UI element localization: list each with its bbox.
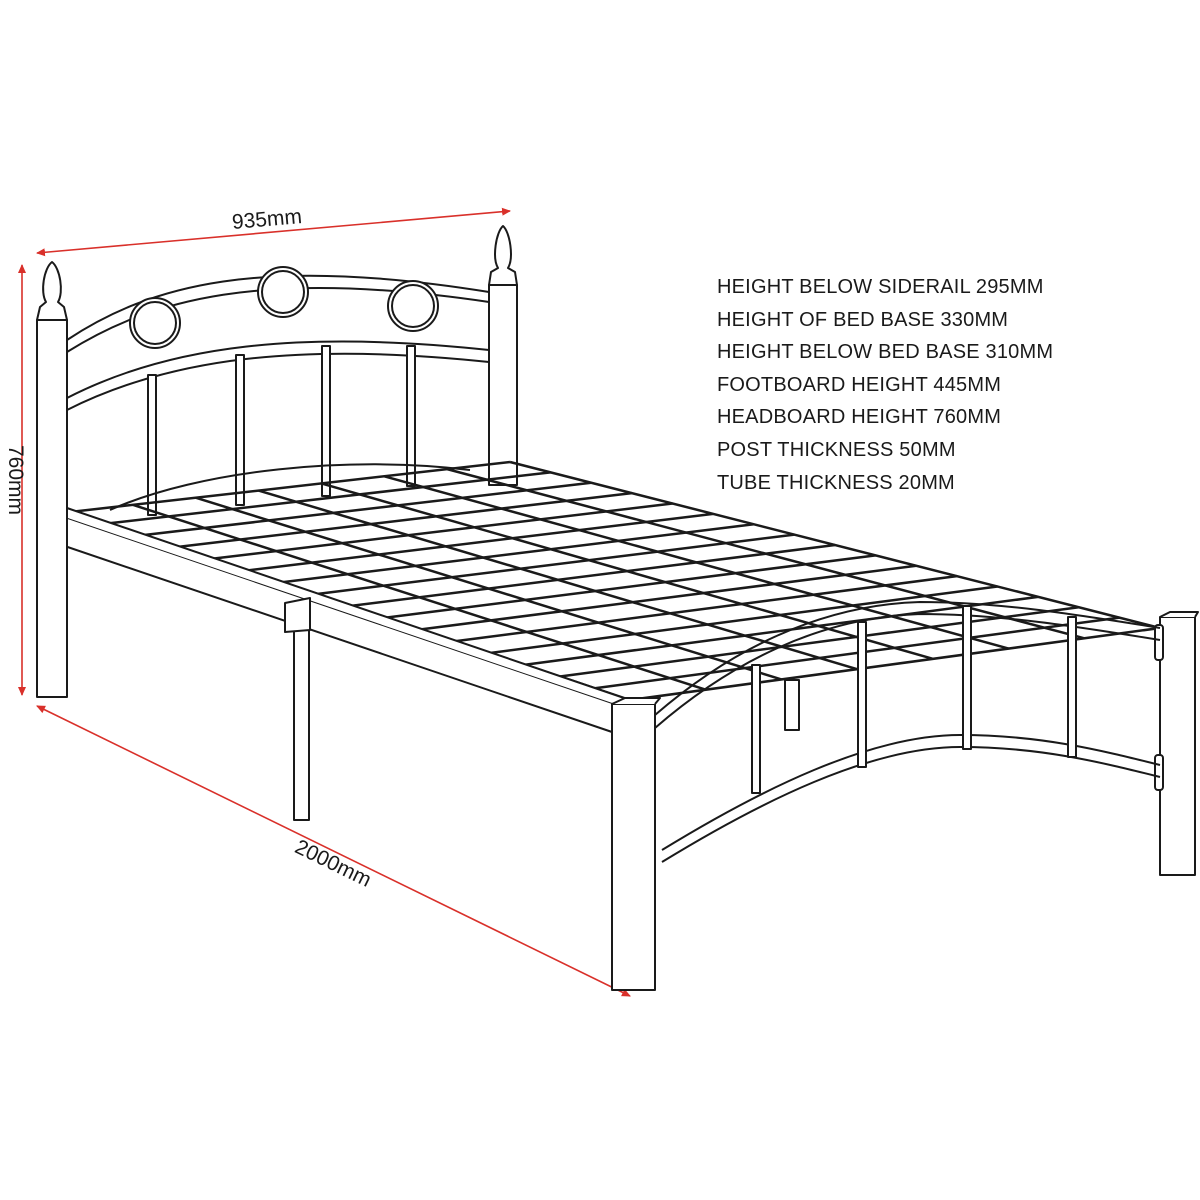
- grid-wire-crosswise: [279, 523, 754, 584]
- headboard-left-post: [36, 319, 68, 698]
- footboard-top-arch: [654, 601, 1161, 716]
- grid-wire-crosswise: [244, 512, 714, 572]
- grid-wire-crosswise: [384, 554, 876, 619]
- footboard-lower-arch: [661, 734, 1161, 851]
- spec-post-thickness: POST THICKNESS 50MM: [717, 438, 956, 461]
- grid-wire-crosswise: [314, 533, 795, 596]
- spec-headboard-height: HEADBOARD HEIGHT 760MM: [717, 406, 1002, 429]
- spec-footboard-height: FOOTBOARD HEIGHT 445MM: [717, 373, 1002, 396]
- headboard-right-post: [488, 284, 518, 486]
- spec-height-below-bed-base: HEIGHT BELOW BED BASE 310MM: [717, 341, 1054, 364]
- grid-wire-crosswise: [419, 564, 917, 631]
- headboard-lower-arch: [66, 340, 490, 399]
- headboard-top-arch: [66, 274, 490, 341]
- spec-tube-thickness: TUBE THICKNESS 20MM: [717, 471, 955, 494]
- grid-wire-crosswise: [174, 491, 633, 549]
- mattress-wire-grid: [69, 460, 1161, 702]
- grid-wire-crosswise: [209, 502, 673, 561]
- grid-wire-crosswise: [69, 460, 511, 514]
- spec-height-below-siderail: HEIGHT BELOW SIDERAIL 295MM: [717, 276, 1044, 298]
- grid-wire-crosswise: [349, 543, 836, 608]
- footboard-right-post: [1159, 616, 1196, 876]
- spec-list: HEIGHT BELOW SIDERAIL 295MM HEIGHT OF BE…: [717, 273, 1053, 501]
- headboard-bars: [147, 345, 416, 516]
- footboard-bars: [751, 605, 1077, 794]
- grid-wire-crosswise: [454, 574, 958, 643]
- headboard-right-finial: [488, 225, 518, 286]
- height-dimension-label: 760mm: [4, 444, 28, 516]
- spec-height-of-bed-base: HEIGHT OF BED BASE 330MM: [717, 308, 1009, 331]
- grid-wire-crosswise: [629, 626, 1161, 702]
- center-support-leg: [293, 629, 310, 821]
- grid-wire-crosswise: [559, 606, 1079, 678]
- grid-wire-crosswise: [104, 471, 551, 525]
- width-dimension-line: [36, 207, 511, 257]
- headboard-left-finial: [36, 261, 68, 321]
- grid-wire-crosswise: [139, 481, 592, 537]
- grid-wire-crosswise: [489, 585, 998, 655]
- footboard-left-post: [611, 703, 656, 991]
- length-dimension-line: [36, 705, 631, 997]
- grid-wire-crosswise: [524, 595, 1039, 666]
